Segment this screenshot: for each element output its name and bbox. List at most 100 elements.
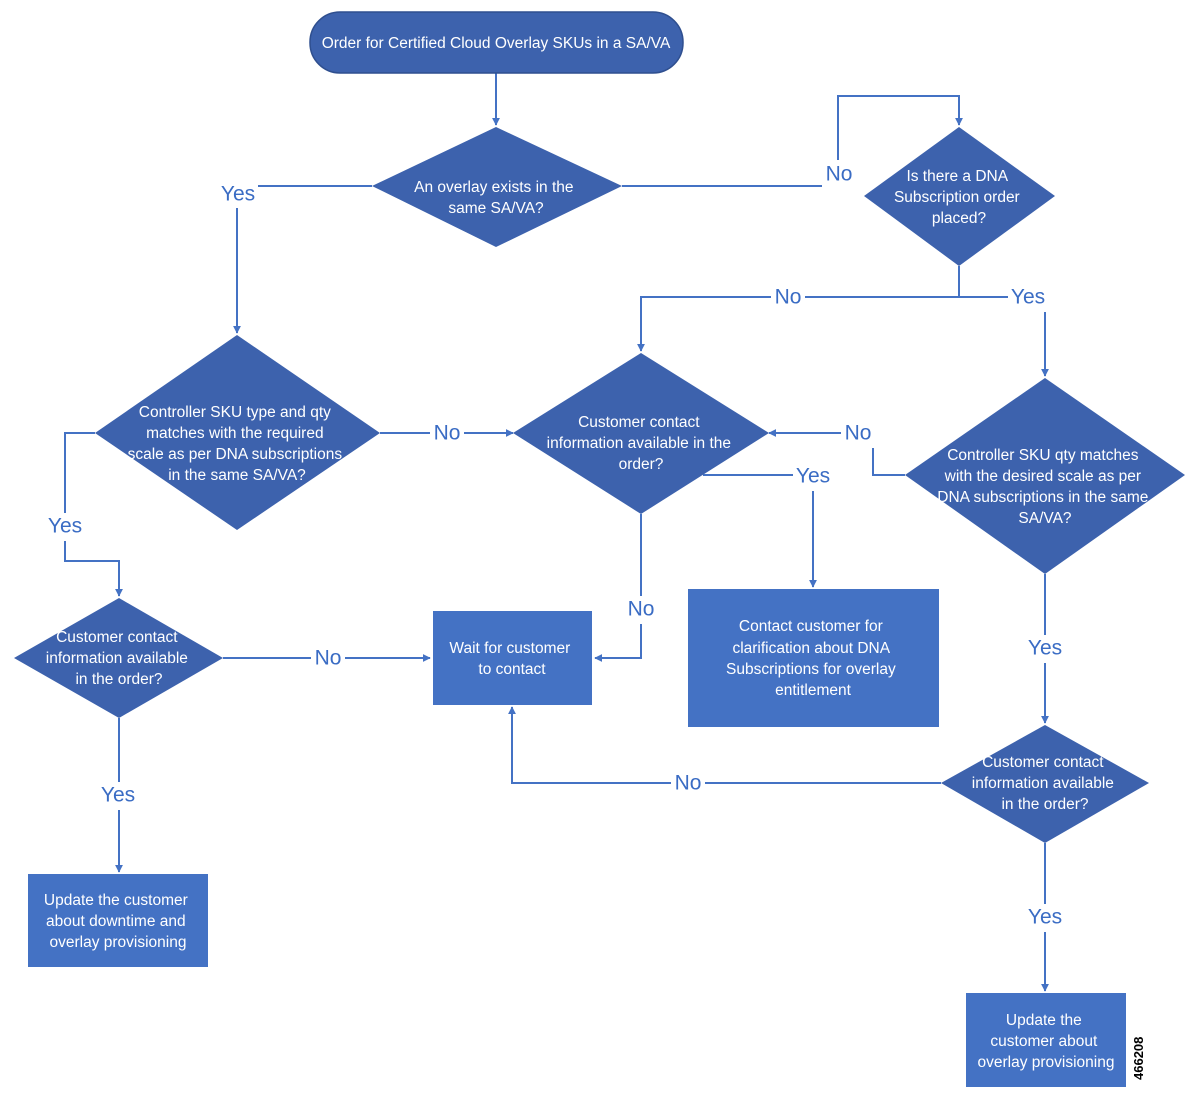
label-yes-sku-qty: Yes xyxy=(1028,637,1062,660)
contact-center-line-2: information available in the xyxy=(547,435,731,452)
contact-center-line-3: order? xyxy=(619,456,664,473)
label-no-sku-type: No xyxy=(434,422,461,445)
update-downtime-line-3: overlay provisioning xyxy=(50,934,187,951)
dna-order-line-1: Is there a DNA xyxy=(906,168,1008,185)
contact-right-text: Customer contact information available i… xyxy=(972,754,1118,813)
edge-overlay-yes xyxy=(233,185,372,334)
label-yes-contact-right: Yes xyxy=(1028,906,1062,929)
dna-order-line-3: placed? xyxy=(932,210,987,227)
sku-qty-line-2: with the desired scale as per xyxy=(944,468,1141,485)
process-wait-for-customer xyxy=(433,611,592,705)
update-overlay-line-3: overlay provisioning xyxy=(978,1054,1115,1071)
edge-labels: Yes No No Yes No Yes No Yes No No Yes Ye… xyxy=(45,160,1065,932)
edge-label-bg xyxy=(671,770,705,798)
clarify-text: Contact customer for clarification about… xyxy=(726,618,900,699)
update-downtime-line-2: about downtime and xyxy=(46,913,186,930)
contact-left-text: Customer contact information available i… xyxy=(46,629,192,688)
edge-label-bg xyxy=(430,420,464,448)
sku-type-qty-line-3: scale as per DNA subscriptions xyxy=(128,446,343,463)
label-yes-overlay: Yes xyxy=(221,183,255,206)
start-text: Order for Certified Cloud Overlay SKUs i… xyxy=(322,35,671,52)
wait-text: Wait for customer to contact xyxy=(449,640,574,678)
contact-right-line-2: information available xyxy=(972,775,1114,792)
sku-type-qty-line-4: in the same SA/VA? xyxy=(168,467,306,484)
decision-contact-right xyxy=(941,725,1149,843)
label-no-overlay: No xyxy=(826,163,853,186)
contact-right-line-1: Customer contact xyxy=(982,754,1104,771)
edge-label-bg xyxy=(841,420,875,448)
label-no-contact-center: No xyxy=(628,598,655,621)
update-overlay-line-1: Update the xyxy=(1006,1012,1082,1029)
process-contact-clarification xyxy=(688,589,939,727)
update-overlay-text: Update the customer about overlay provis… xyxy=(978,1012,1115,1071)
sku-qty-text: Controller SKU qty matches with the desi… xyxy=(937,447,1152,527)
start-terminator xyxy=(309,11,684,74)
process-update-downtime xyxy=(28,874,208,967)
edge-contact-right-no xyxy=(508,706,941,784)
contact-center-text: Customer contact information available i… xyxy=(547,414,736,473)
label-yes-dna: Yes xyxy=(1011,286,1045,309)
edge-dna-no xyxy=(637,296,959,352)
edge-label-bg xyxy=(624,596,658,624)
sku-qty-line-3: DNA subscriptions in the same xyxy=(937,489,1148,506)
edge-overlay-no xyxy=(622,95,963,187)
decision-sku-type-qty xyxy=(95,335,380,530)
edge-label-bg xyxy=(45,513,85,541)
label-no-dna: No xyxy=(775,286,802,309)
contact-left-line-2: information available xyxy=(46,650,188,667)
process-update-overlay xyxy=(966,993,1126,1087)
update-downtime-line-1: Update the customer xyxy=(44,892,188,909)
contact-center-line-1: Customer contact xyxy=(578,414,700,431)
edge-label-bg xyxy=(311,645,345,673)
label-no-contact-left: No xyxy=(315,647,342,670)
edge-label-bg xyxy=(771,284,805,312)
sku-qty-line-4: SA/VA? xyxy=(1018,510,1072,527)
label-yes-sku-type: Yes xyxy=(48,515,82,538)
dna-order-text: Is there a DNA Subscription order placed… xyxy=(894,168,1024,227)
label-no-contact-right: No xyxy=(675,772,702,795)
clarify-line-1: Contact customer for xyxy=(739,618,883,635)
edge-label-bg xyxy=(793,463,833,491)
start-text-line: Order for Certified Cloud Overlay SKUs i… xyxy=(322,35,671,52)
update-downtime-text: Update the customer about downtime and o… xyxy=(44,892,192,951)
edge-label-bg xyxy=(1008,284,1048,312)
edge-label-bg xyxy=(1025,904,1065,932)
decision-overlay-exists xyxy=(372,127,622,247)
edge-label-bg xyxy=(822,160,856,188)
clarify-line-4: entitlement xyxy=(775,682,852,699)
label-yes-contact-left: Yes xyxy=(101,784,135,807)
sku-qty-line-1: Controller SKU qty matches xyxy=(947,447,1138,464)
edge-label-bg xyxy=(218,180,258,208)
decision-sku-qty xyxy=(905,378,1185,574)
wait-line-1: Wait for customer xyxy=(449,640,570,657)
edge-sku-type-yes xyxy=(64,432,123,597)
overlay-exists-text: An overlay exists in the same SA/VA? xyxy=(414,179,578,217)
figure-id: 466208 xyxy=(1131,1037,1146,1080)
clarify-line-3: Subscriptions for overlay xyxy=(726,661,896,678)
label-yes-contact-center: Yes xyxy=(796,465,830,488)
sku-type-qty-text: Controller SKU type and qty matches with… xyxy=(128,404,347,484)
sku-type-qty-line-2: matches with the required xyxy=(146,425,323,442)
sku-type-qty-line-1: Controller SKU type and qty xyxy=(139,404,331,421)
contact-left-line-3: in the order? xyxy=(75,671,162,688)
edge-label-bg xyxy=(1025,635,1065,663)
wait-line-2: to contact xyxy=(478,661,546,678)
edge-sku-qty-no xyxy=(768,429,905,476)
edge-contact-center-yes xyxy=(703,474,817,588)
overlay-exists-line-2: same SA/VA? xyxy=(448,200,544,217)
edge-label-bg xyxy=(98,782,138,810)
node-texts: Order for Certified Cloud Overlay SKUs i… xyxy=(44,35,1152,1071)
decision-contact-left xyxy=(14,598,223,718)
decision-dna-order xyxy=(864,127,1055,266)
dna-order-line-2: Subscription order xyxy=(894,189,1020,206)
contact-right-line-3: in the order? xyxy=(1001,796,1088,813)
update-overlay-line-2: customer about xyxy=(990,1033,1098,1050)
overlay-exists-line-1: An overlay exists in the xyxy=(414,179,573,196)
label-no-sku-qty: No xyxy=(845,422,872,445)
clarify-line-2: clarification about DNA xyxy=(732,640,890,657)
decision-contact-center xyxy=(513,353,769,514)
edge-contact-center-no xyxy=(594,514,642,662)
contact-left-line-1: Customer contact xyxy=(56,629,178,646)
shapes xyxy=(14,11,1185,1087)
